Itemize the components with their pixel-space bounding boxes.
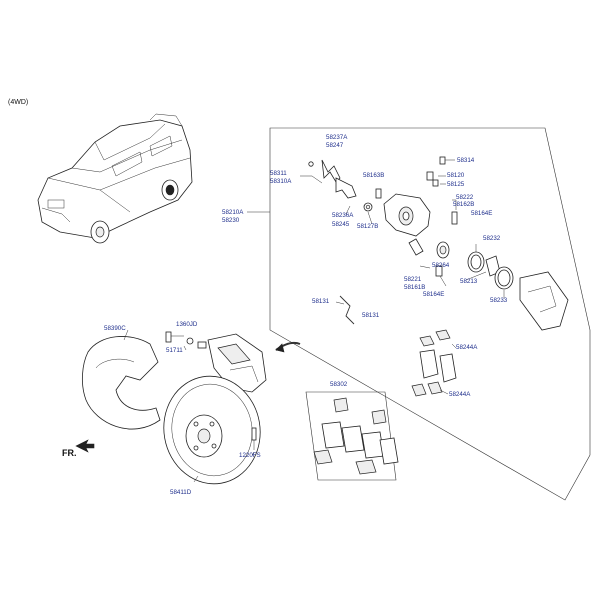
label-58244A-upper: 58244A: [456, 344, 478, 351]
label-58125: 58125: [447, 181, 465, 188]
label-58310A: 58310A: [270, 178, 292, 185]
label-58232: 58232: [483, 235, 501, 242]
label-58302: 58302: [330, 381, 348, 388]
label-58131-right: 58131: [362, 312, 380, 319]
label-58210A: 58210A: [222, 209, 244, 216]
front-direction-arrow: [75, 439, 95, 453]
label-58230: 58230: [222, 217, 240, 224]
variant-label: (4WD): [8, 99, 28, 106]
label-51711: 51711: [166, 347, 183, 354]
label-1360JD: 1360JD: [176, 321, 198, 328]
label-58221: 58221: [404, 276, 422, 283]
label-58314: 58314: [457, 157, 475, 164]
label-58162B: 58162B: [453, 201, 474, 208]
label-58131-left: 58131: [312, 298, 330, 305]
brake-pad-set-upper: [419, 329, 457, 383]
part-number-labels: 58237A 58247 58311 58310A 58314 58163B 5…: [104, 134, 508, 496]
label-58236A: 58236A: [332, 212, 354, 219]
highlighted-wheel-marker: [165, 184, 175, 196]
label-58127B: 58127B: [357, 223, 378, 230]
label-58233: 58233: [490, 297, 508, 304]
label-58247: 58247: [326, 142, 344, 149]
label-58163B: 58163B: [363, 172, 384, 179]
label-58390C: 58390C: [104, 325, 126, 332]
label-58244A-lower: 58244A: [449, 391, 471, 398]
label-58237A: 58237A: [326, 134, 348, 141]
pad-kit-box: [305, 391, 399, 481]
label-58120: 58120: [447, 172, 465, 179]
label-1220FS: 1220FS: [239, 452, 261, 459]
dust-shield: [82, 336, 161, 430]
front-direction-label: FR.: [62, 448, 77, 458]
label-58161B: 58161B: [404, 284, 425, 291]
vehicle-illustration: [37, 113, 193, 244]
label-58164E-lower: 58164E: [423, 291, 444, 298]
brake-disc: [163, 375, 261, 485]
label-58311: 58311: [270, 170, 287, 177]
label-58264: 58264: [432, 262, 450, 269]
label-58213: 58213: [460, 278, 478, 285]
label-58245: 58245: [332, 221, 350, 228]
label-58222: 58222: [456, 194, 474, 201]
label-58164E-upper: 58164E: [471, 210, 492, 217]
label-58411D: 58411D: [170, 489, 192, 496]
